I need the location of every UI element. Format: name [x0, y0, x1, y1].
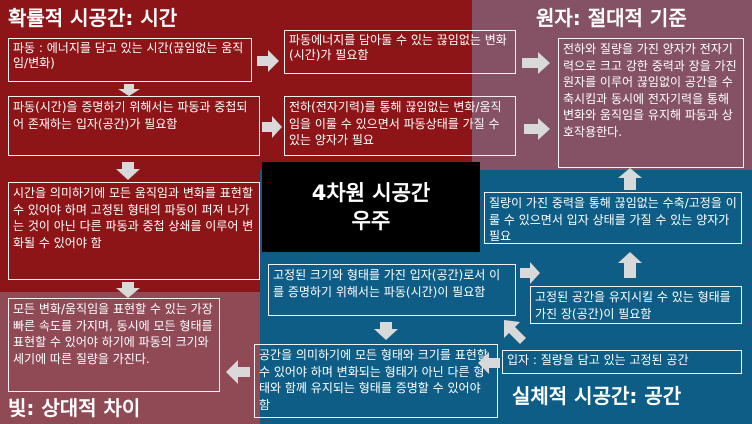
arrow-down-icon — [374, 322, 398, 340]
box-particle-needed: 파동(시간)을 증명하기 위해서는 파동과 중첩되어 존재하는 입자(공간)가 … — [8, 96, 260, 156]
center-line-2: 우주 — [351, 209, 391, 233]
title-light: 빛: 상대적 차이 — [8, 396, 141, 420]
box-particle-proof: 고정된 크기와 형태를 가진 입자(공간)로서 이를 증명하기 위해서는 파동(… — [268, 264, 516, 316]
arrow-right-icon — [522, 52, 550, 74]
center-line-1: 4차원 시공간 — [311, 181, 431, 205]
atom-region — [472, 0, 752, 170]
arrow-down-icon — [116, 162, 140, 180]
arrow-down-icon — [116, 282, 140, 298]
arrow-down-icon — [118, 84, 140, 96]
arrow-up-icon — [502, 320, 526, 346]
title-space: 실체적 시공간: 공간 — [512, 384, 682, 408]
box-time-motion: 시간을 의미하기에 모든 움직임과 변화를 표현할 수 있어야 하며 고정된 형… — [8, 182, 260, 280]
arrow-left-icon — [226, 360, 250, 384]
arrow-right-icon — [520, 262, 540, 284]
title-time: 확률적 시공간: 시간 — [8, 6, 178, 30]
arrow-right-icon — [524, 118, 550, 140]
box-wave-change: 파동에너지를 담아둘 수 있는 끊임없는 변화(시간)가 필요함 — [284, 30, 516, 74]
title-atom: 원자: 절대적 기준 — [536, 6, 687, 30]
box-quantum-electric: 전하(전자기력)를 통해 끊임없는 변화/움직임을 이룰 수 있으면서 파동상태… — [284, 96, 516, 156]
arrow-left-icon — [478, 352, 500, 374]
center-universe: 4차원 시공간 우주 — [262, 162, 480, 252]
box-wave-definition: 파동 : 에너지를 담고 있는 시간(끊임없는 움직임/변화) — [8, 38, 252, 82]
box-quantum-gravity: 질량이 가진 중력을 통해 끊임없는 수축/고정을 이룰 수 있으면서 입자 상… — [484, 192, 742, 244]
arrow-up-icon — [618, 168, 642, 190]
box-atom-description: 전하와 질량을 가진 양자가 전자기력으로 크고 강한 중력과 장을 가진 원자… — [558, 38, 744, 168]
light-region — [0, 292, 260, 424]
box-field-needed: 고정된 공간을 유지시킬 수 있는 형태를 가진 장(공간)이 필요함 — [530, 286, 742, 324]
box-space-form: 공간을 의미하기에 모든 형태와 크기를 표현할 수 있어야 하며 변화되는 형… — [254, 344, 498, 418]
box-light-description: 모든 변화/움직임을 표현할 수 있는 가장 빠른 속도를 가지며, 동시에 모… — [8, 298, 220, 392]
arrow-right-icon — [257, 50, 279, 72]
arrow-right-icon — [262, 116, 282, 138]
arrow-up-icon — [618, 252, 642, 278]
box-particle-definition: 입자 : 질량을 담고 있는 고정된 공간 — [502, 350, 742, 374]
